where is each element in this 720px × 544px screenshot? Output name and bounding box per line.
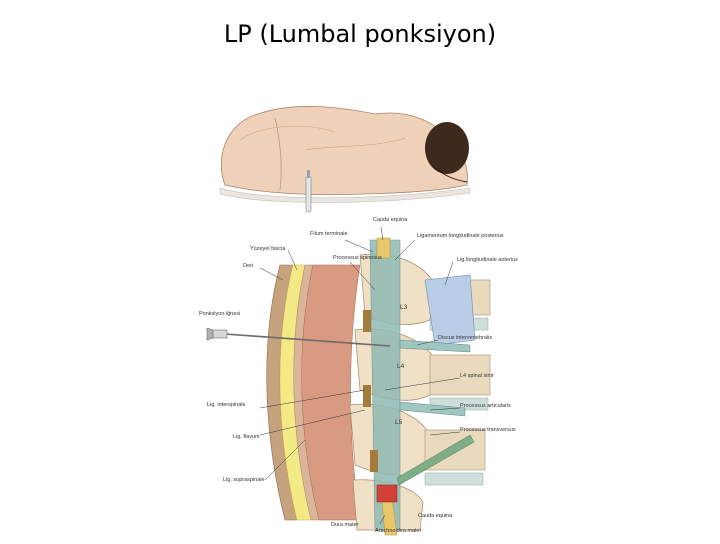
- label-processus-spinosus: Processus spinosus: [333, 256, 382, 262]
- label-l4: L4: [397, 364, 404, 371]
- lumbar-puncture-illustration: Cauda equina Filum terminale Ligamentum …: [185, 90, 545, 540]
- label-deri: Deri: [243, 264, 253, 270]
- label-arachnoidea-mater: Arachnoidea mater: [375, 529, 421, 535]
- label-yuzeyel-fascia: Yüzeyel fascia: [250, 247, 285, 253]
- label-processus-transversus: Processus transversus: [460, 428, 516, 434]
- label-lig-flavum: Lig. flavum: [233, 435, 260, 441]
- label-ponksiyon-ignesi: Ponksiyon iğnesi: [199, 312, 240, 318]
- label-lig-interspinale: Lig. interspinale: [207, 403, 246, 409]
- label-cauda-equina-bottom: Cauda equina: [418, 514, 452, 520]
- label-cauda-equina-top: Cauda equina: [373, 218, 407, 224]
- label-lig-longitudinale-posterius: Ligamentum longitudinale posterius: [417, 234, 504, 240]
- label-discus-intervertebralis: Discus intervertebralis: [438, 336, 492, 342]
- slide-title: LP (Lumbal ponksiyon): [0, 20, 720, 48]
- label-l3: L3: [400, 305, 407, 312]
- label-l5: L5: [395, 420, 402, 427]
- label-filum-terminale: Filum terminale: [310, 232, 348, 238]
- label-processus-articularis: Processus articularis: [460, 404, 511, 410]
- label-l4-spinal-sinir: L4 spinal sinir: [460, 374, 494, 380]
- label-lig-supraspinale: Lig. supraspinale: [223, 478, 265, 484]
- label-dura-mater: Dura mater: [331, 523, 359, 529]
- dural-sac: [370, 238, 400, 535]
- label-lig-longitudinale-anterius: Lig.longitudinale anterius: [457, 258, 518, 264]
- patient-figure: [220, 106, 470, 212]
